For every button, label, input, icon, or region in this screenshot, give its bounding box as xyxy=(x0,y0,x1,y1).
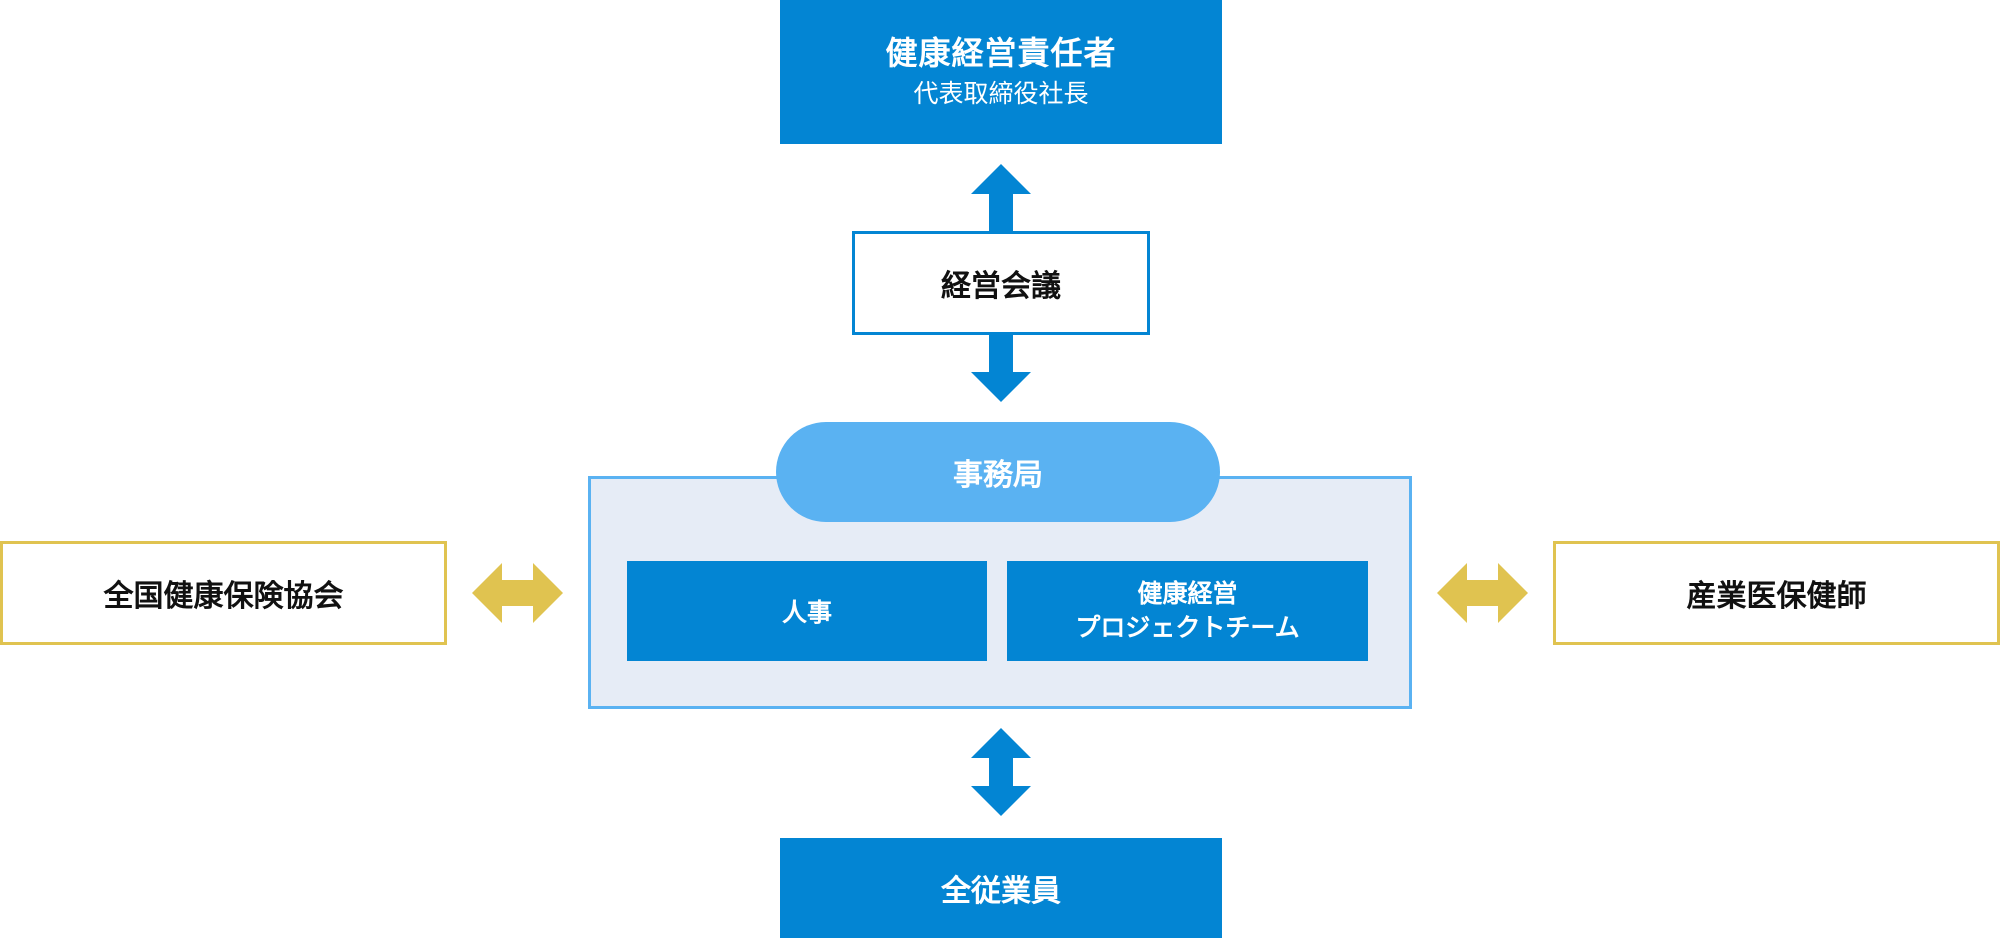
arrow-leader-meeting xyxy=(971,164,1031,231)
left-partner-box: 全国健康保険協会 xyxy=(0,541,447,645)
arrow-left-partner-office xyxy=(472,563,563,623)
employees-box: 全従業員 xyxy=(780,838,1222,938)
arrow-office-right-partner xyxy=(1437,563,1528,623)
leader-box: 健康経営責任者 代表取締役社長 xyxy=(780,0,1222,144)
right-partner-label: 産業医保健師 xyxy=(1686,579,1867,614)
employees-label: 全従業員 xyxy=(941,874,1061,909)
leader-subtitle: 代表取締役社長 xyxy=(913,79,1089,108)
hr-label: 人事 xyxy=(781,598,832,627)
meeting-box: 経営会議 xyxy=(852,231,1150,335)
project-team-line2: プロジェクトチーム xyxy=(1075,613,1300,642)
hr-box: 人事 xyxy=(627,561,987,661)
office-label: 事務局 xyxy=(953,458,1043,493)
office-label-pill: 事務局 xyxy=(776,422,1220,522)
project-team-line1: 健康経営 xyxy=(1137,579,1238,608)
project-team-box: 健康経営 プロジェクトチーム xyxy=(1007,561,1368,661)
arrow-office-employees xyxy=(971,728,1031,816)
right-partner-box: 産業医保健師 xyxy=(1553,541,2000,645)
arrow-meeting-office xyxy=(971,335,1031,402)
leader-title: 健康経営責任者 xyxy=(885,34,1117,72)
left-partner-label: 全国健康保険協会 xyxy=(103,579,344,614)
meeting-label: 経営会議 xyxy=(941,269,1061,304)
